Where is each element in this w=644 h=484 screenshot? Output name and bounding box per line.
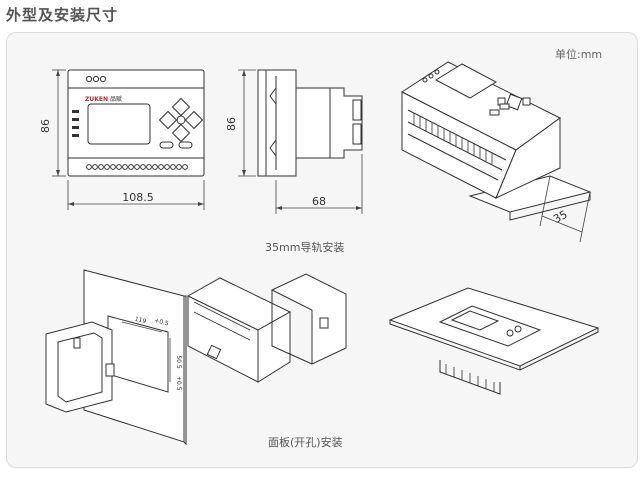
cutout-width-label: 119	[134, 316, 147, 326]
iso-device-rail	[401, 61, 592, 243]
front-width-label: 108.5	[122, 191, 154, 204]
unit-label: 单位:mm	[555, 48, 603, 61]
side-depth-label: 68	[312, 195, 326, 208]
brand-label: ZUKEN	[85, 96, 108, 103]
panel-mount-caption: 面板(开孔)安装	[268, 436, 343, 449]
side-height-label: 86	[225, 117, 238, 131]
front-view	[52, 69, 205, 210]
exploded-panel-mount	[45, 269, 347, 446]
side-view	[238, 69, 363, 214]
rail-width-label: 35	[551, 208, 569, 226]
assembled-panel-mount	[388, 287, 600, 395]
front-height-label: 86	[39, 119, 52, 133]
rail-mount-caption: 35mm导轨安装	[265, 241, 345, 254]
cutout-height-label: 50.5	[175, 355, 182, 369]
page-title: 外型及安装尺寸	[6, 6, 119, 24]
cutout-height-tol: +0.5	[175, 376, 182, 391]
brand-suffix-label: 品赋	[110, 96, 122, 103]
cutout-width-tol: +0.5	[154, 317, 170, 327]
